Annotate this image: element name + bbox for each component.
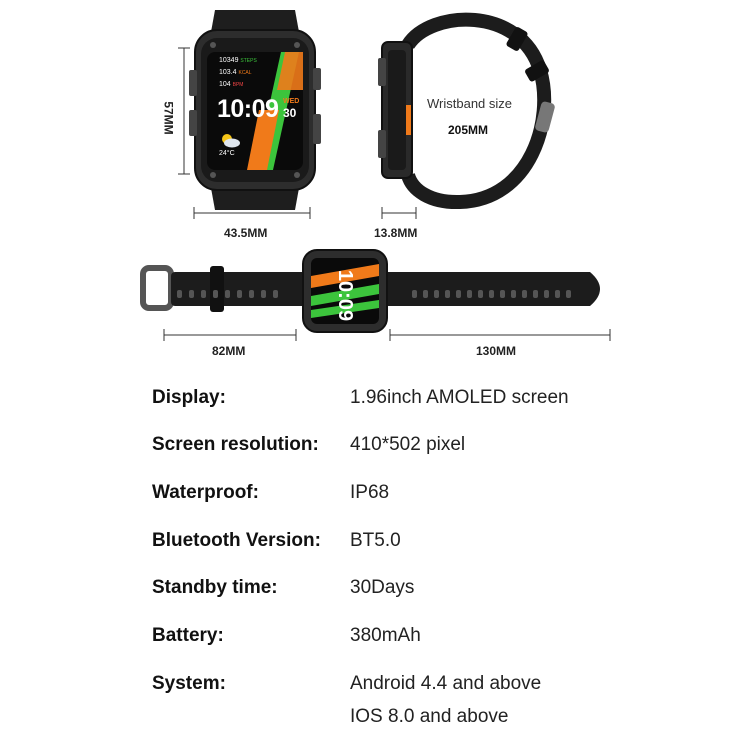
spec-label-battery: Battery: xyxy=(152,625,224,646)
long-strap-holes xyxy=(410,287,590,305)
wristband-size: 205MM xyxy=(448,123,489,137)
thickness-label: 13.8MM xyxy=(374,226,418,240)
spec-value-display: 1.96inch AMOLED screen xyxy=(350,387,569,408)
wristband-label: Wristband size xyxy=(427,96,513,111)
height-label: 57MM xyxy=(161,101,176,135)
side-watch-svg xyxy=(378,12,555,210)
spec-label-waterproof: Waterproof: xyxy=(152,482,259,503)
side-watch-illustration: Wristband size 205MM xyxy=(370,10,570,210)
spec-value-battery: 380mAh xyxy=(350,625,421,646)
weather-icon xyxy=(219,132,241,153)
spec-label-display: Display: xyxy=(152,387,226,408)
thickness-dimension-line xyxy=(381,207,417,219)
steps-readout: 10349 STEPS xyxy=(219,57,257,64)
short-strap-dimension-line xyxy=(163,329,297,341)
long-strap-dimension-line xyxy=(389,329,611,341)
spec-value-resolution: 410*502 pixel xyxy=(350,434,466,455)
front-watch-svg xyxy=(189,10,321,210)
short-strap-label: 82MM xyxy=(212,344,246,358)
spec-label-resolution: Screen resolution: xyxy=(152,434,319,455)
calories-unit: KCAL xyxy=(238,70,252,76)
heart-rate-unit: BPM xyxy=(232,82,244,88)
spec-label-bluetooth: Bluetooth Version: xyxy=(152,530,321,551)
long-strap-label: 130MM xyxy=(476,344,517,358)
spec-value-system-android: Android 4.4 and above xyxy=(350,673,542,694)
calories-readout: 103.4 KCAL xyxy=(219,69,252,76)
steps-unit: STEPS xyxy=(240,58,257,64)
spec-value-bluetooth: BT5.0 xyxy=(350,530,401,551)
short-strap-holes xyxy=(175,287,295,305)
spec-label-system: System: xyxy=(152,673,226,694)
clock-weekday: WED xyxy=(283,98,300,105)
temperature-value: 24°C xyxy=(219,150,235,157)
spec-value-standby: 30Days xyxy=(350,577,415,598)
clock-time: 10:09 xyxy=(217,95,279,123)
steps-value: 10349 xyxy=(219,57,239,64)
width-dimension-line xyxy=(193,207,311,219)
spec-value-waterproof: IP68 xyxy=(350,482,390,503)
width-label: 43.5MM xyxy=(224,226,268,240)
heart-rate-value: 104 xyxy=(219,81,231,88)
calories-value: 103.4 xyxy=(219,69,237,76)
strap-view-clock: 10:09 xyxy=(334,269,357,322)
height-dimension-line xyxy=(178,47,190,175)
spec-label-standby: Standby time: xyxy=(152,577,278,598)
spec-value-system-ios: IOS 8.0 and above xyxy=(350,706,509,727)
heart-rate-readout: 104 BPM xyxy=(219,81,243,88)
clock-day: 30 xyxy=(283,106,297,120)
front-watch-illustration: 10349 STEPS 103.4 KCAL 104 BPM 10:09 WED… xyxy=(175,10,335,210)
